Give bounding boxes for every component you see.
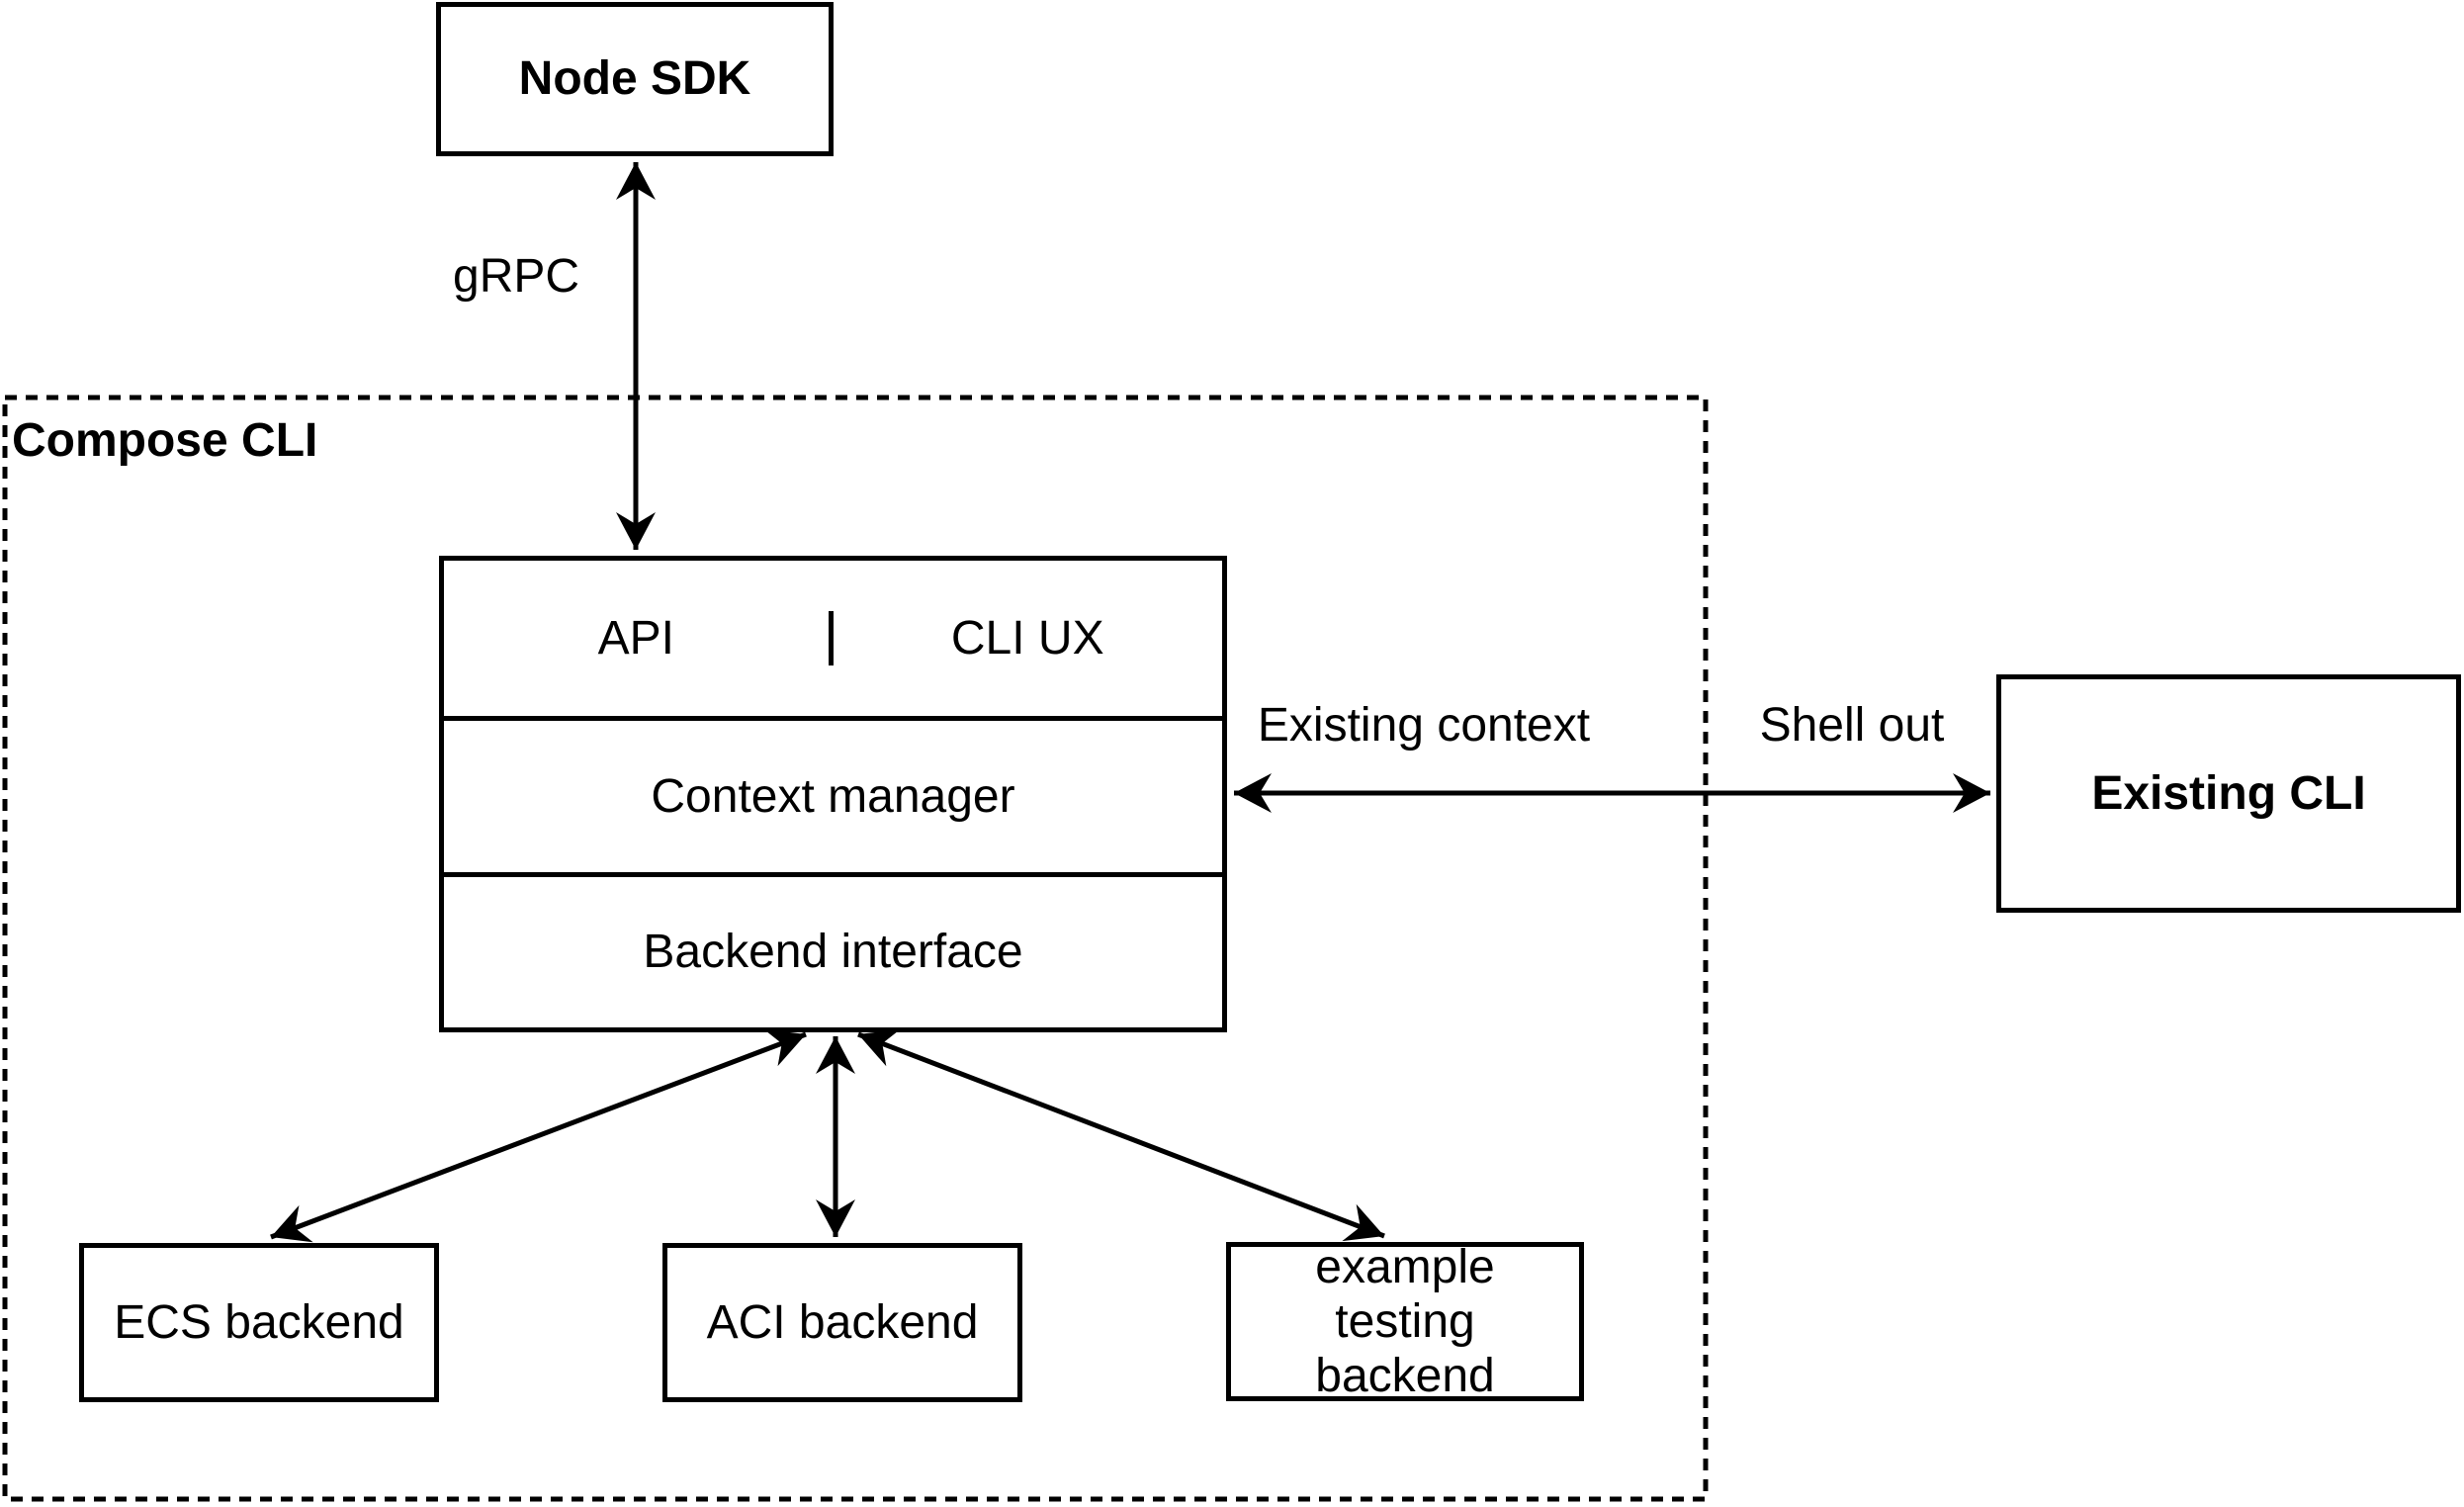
api-label: API — [597, 612, 674, 665]
example-testing-backend-box: example testing backend — [1226, 1240, 1584, 1403]
ecs-backend-box: ECS backend — [79, 1243, 439, 1402]
aci-backend-label: ACI backend — [706, 1295, 979, 1349]
ecs-backend-label: ECS backend — [114, 1295, 404, 1349]
compose-cli-group-label: Compose CLI — [12, 414, 318, 467]
existing-cli-box: Existing CLI — [1996, 674, 2461, 913]
api-box: API — [444, 611, 834, 666]
existing-context-edge-label: Existing context — [1257, 699, 1591, 752]
grpc-edge-label: gRPC — [453, 250, 580, 303]
cli-ux-box: CLI UX — [834, 611, 1223, 665]
example-testing-backend-label: example testing backend — [1315, 1240, 1495, 1403]
compose-stack-box: API CLI UX Context manager Backend inter… — [439, 556, 1227, 1032]
backend-interface-label: Backend interface — [643, 926, 1023, 979]
ecs-backend-arrow — [270, 1028, 807, 1243]
backend-interface-box: Backend interface — [444, 871, 1222, 1027]
example-backend-arrow — [857, 1028, 1385, 1242]
compose-cli-group-boundary — [2, 395, 1709, 1502]
node-sdk-label: Node SDK — [518, 52, 751, 106]
context-manager-label: Context manager — [651, 769, 1015, 823]
shell-out-edge-label: Shell out — [1759, 699, 1945, 752]
aci-backend-box: ACI backend — [662, 1243, 1022, 1402]
stack-row-top: API CLI UX — [444, 561, 1222, 716]
node-sdk-box: Node SDK — [436, 2, 834, 156]
existing-cli-label: Existing CLI — [2091, 766, 2366, 820]
cli-ux-label: CLI UX — [950, 612, 1104, 665]
context-manager-box: Context manager — [444, 716, 1222, 871]
